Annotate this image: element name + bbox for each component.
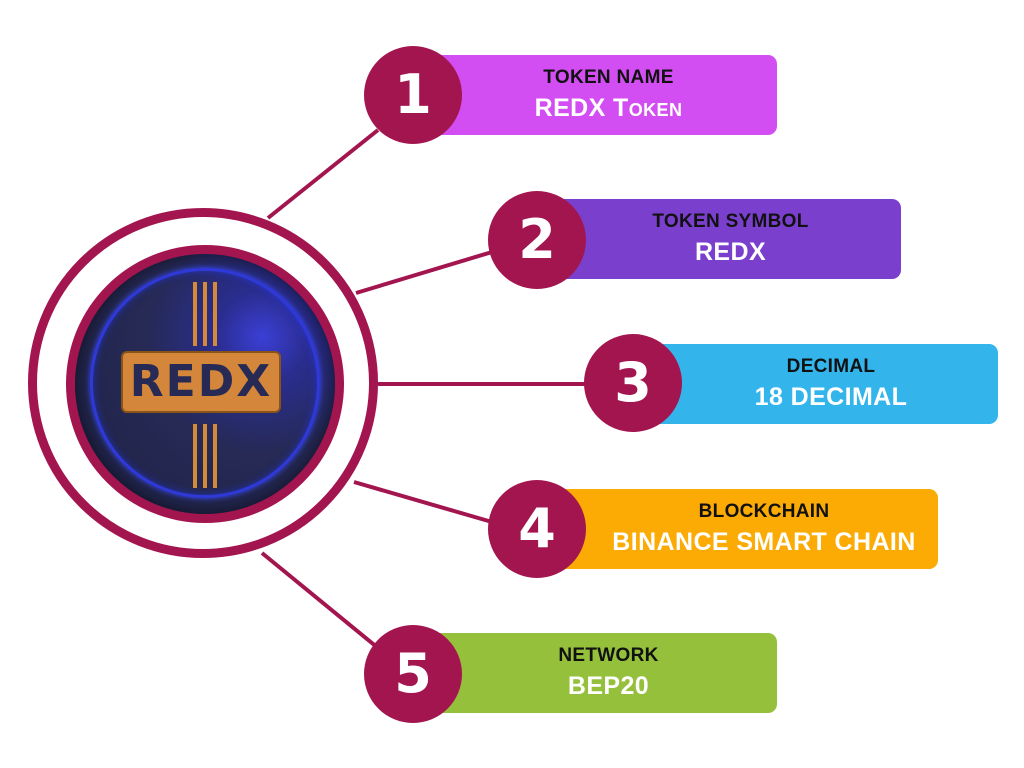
coin-stripe-bottom-3 (213, 424, 217, 488)
connector-4 (353, 480, 493, 524)
coin-stripe-top-3 (213, 282, 217, 346)
coin-stripe-bottom-2 (203, 424, 207, 488)
number-badge-4-text: 4 (518, 497, 556, 560)
number-badge-3: 3 (584, 334, 682, 432)
coin-stripe-top-2 (203, 282, 207, 346)
card-value-token-name: REDX Token (535, 92, 683, 124)
connector-2 (355, 250, 493, 295)
card-value-token-symbol: REDX (694, 238, 767, 266)
connector-1 (266, 128, 380, 220)
card-network: NETWORK BEP20 (400, 633, 777, 713)
number-badge-2: 2 (488, 191, 586, 289)
card-value-decimal: 18 DECIMAL (754, 383, 908, 411)
coin-logo-plate: REDX (121, 351, 281, 413)
number-badge-5: 5 (364, 625, 462, 723)
number-badge-1: 1 (364, 46, 462, 144)
number-badge-3-text: 3 (614, 351, 652, 414)
coin-inner-ring (90, 268, 320, 498)
card-title-network: NETWORK (558, 645, 659, 666)
coin-logo-text: REDX (129, 356, 273, 407)
card-blockchain: BLOCKCHAIN BINANCE SMART CHAIN (530, 489, 938, 569)
card-value-blockchain: BINANCE SMART CHAIN (612, 528, 916, 556)
card-value-network: BEP20 (567, 672, 650, 700)
card-title-token-symbol: TOKEN SYMBOL (652, 211, 809, 232)
card-title-blockchain: BLOCKCHAIN (698, 501, 830, 522)
card-title-token-name: TOKEN NAME (543, 67, 674, 88)
card-token-symbol: TOKEN SYMBOL REDX (530, 199, 901, 279)
number-badge-5-text: 5 (394, 642, 432, 705)
coin-stripe-bottom-1 (193, 424, 197, 488)
number-badge-2-text: 2 (518, 208, 556, 271)
card-title-decimal: DECIMAL (786, 356, 876, 377)
card-decimal: DECIMAL 18 DECIMAL (624, 344, 998, 424)
number-badge-4: 4 (488, 480, 586, 578)
coin-stripe-top-1 (193, 282, 197, 346)
number-badge-1-text: 1 (394, 63, 432, 126)
card-token-name: TOKEN NAME REDX Token (400, 55, 777, 135)
connector-5 (260, 551, 380, 650)
card-value-token-name-main: REDX T (534, 94, 629, 122)
card-value-token-name-caps: oken (628, 94, 683, 122)
